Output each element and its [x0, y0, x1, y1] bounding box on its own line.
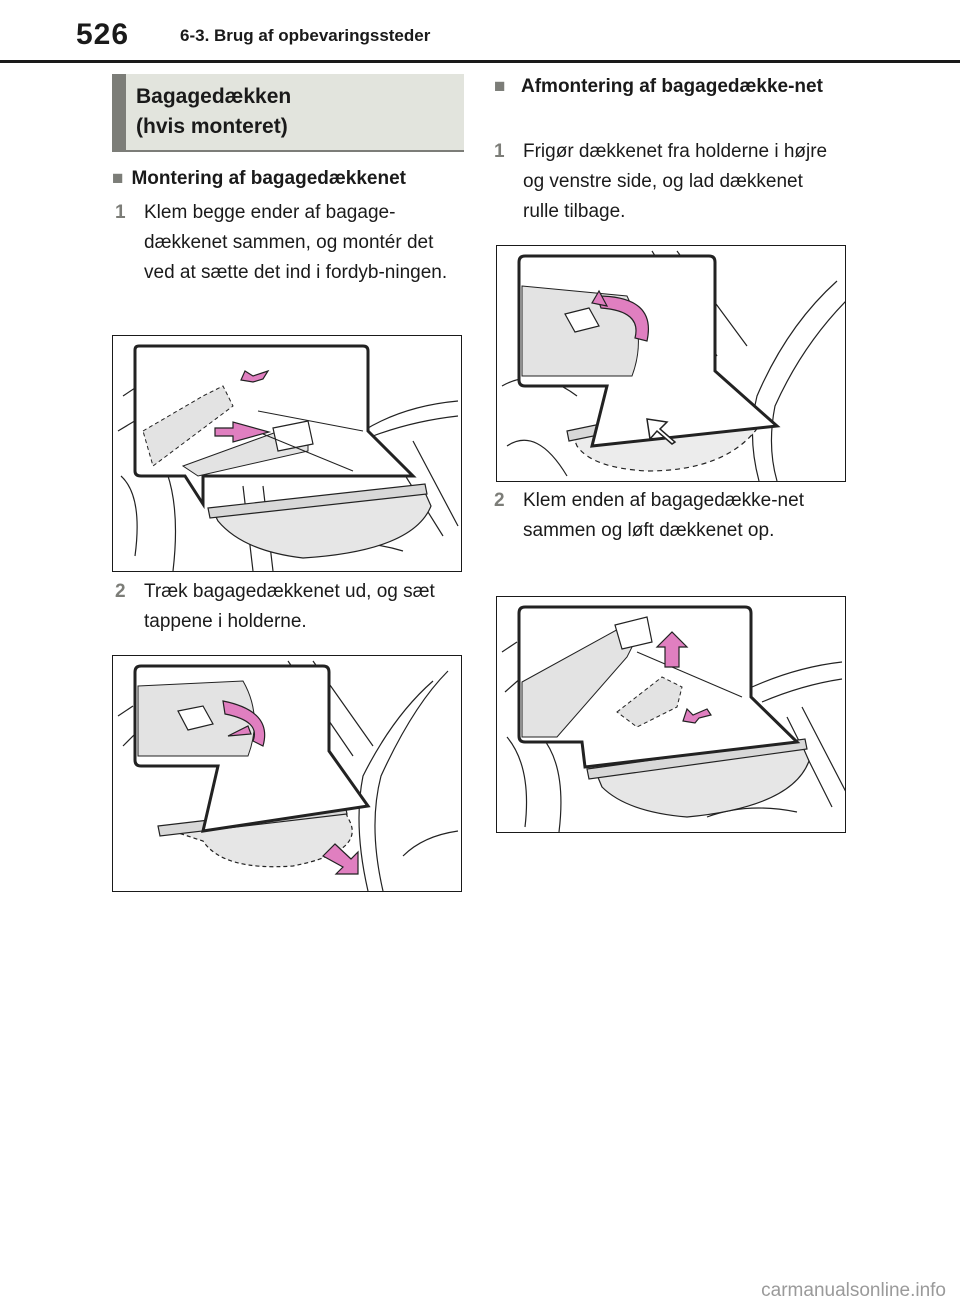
- left-heading-text: Montering af bagagedækkenet: [131, 168, 406, 189]
- step-number: 2: [115, 581, 126, 602]
- chapter-title: 6-3. Brug af opbevaringssteder: [180, 26, 431, 45]
- step-number: 1: [494, 141, 505, 162]
- right-step-2: 2 Klem enden af bagagedække-net sammen o…: [494, 486, 844, 546]
- cargo-cover-illustration: [117, 344, 459, 571]
- step-text: Træk bagagedækkenet ud, og sæt tappene i…: [144, 581, 435, 632]
- square-bullet-icon: ■: [112, 168, 124, 189]
- right-step-1: 1 Frigør dækkenet fra holderne i højre o…: [494, 137, 844, 227]
- step-text: Klem enden af bagagedække-net sammen og …: [523, 490, 804, 541]
- illustration-remove-release: [496, 245, 846, 482]
- header-rule: [0, 60, 960, 63]
- step-number: 2: [494, 490, 505, 511]
- left-heading: ■ Montering af bagagedækkenet: [112, 164, 464, 194]
- left-step-1: 1 Klem begge ender af bagage-dækkenet sa…: [115, 198, 465, 288]
- square-bullet-icon: ■: [494, 76, 506, 97]
- page-number: 526: [76, 18, 130, 51]
- step-number: 1: [115, 202, 126, 223]
- cargo-cover-illustration: [501, 250, 845, 481]
- step-text: Frigør dækkenet fra holderne i højre og …: [523, 141, 828, 222]
- cargo-cover-illustration: [501, 605, 845, 832]
- right-heading-text: Afmontering af bagagedække-net: [521, 76, 823, 97]
- illustration-remove-lift: [496, 596, 846, 833]
- section-title: Bagagedækken (hvis monteret): [112, 74, 464, 152]
- footer-watermark-logo[interactable]: carmanualsonline.info: [761, 1280, 946, 1301]
- step-text: Klem begge ender af bagage-dækkenet samm…: [144, 202, 448, 283]
- illustration-install-hooks: [112, 655, 462, 892]
- left-step-2: 2 Træk bagagedækkenet ud, og sæt tappene…: [115, 577, 465, 637]
- illustration-install-squeeze: [112, 335, 462, 572]
- cargo-cover-illustration: [117, 660, 459, 891]
- right-heading: ■ Afmontering af bagagedække-net: [494, 72, 846, 102]
